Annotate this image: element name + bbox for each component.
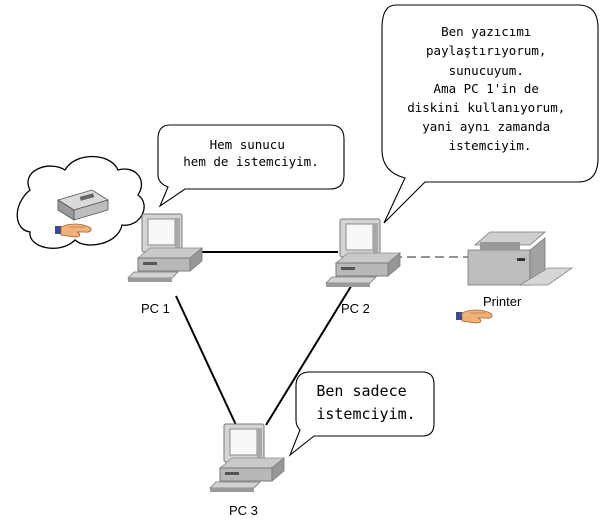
connection-lines [175, 251, 468, 426]
link-pc1-pc3 [175, 295, 237, 426]
bubble-pc2-line: diskini kullanıyorum, [407, 100, 565, 115]
bubble-pc1-line: Hem sunucu [210, 137, 285, 152]
printer-label: Printer [483, 294, 522, 309]
pc2-label: PC 2 [341, 301, 370, 316]
pc3-label: PC 3 [229, 503, 258, 518]
pc3-computer-icon [209, 423, 285, 493]
bubble-pc2-line: sunucuyum. [449, 63, 524, 78]
svg-text:Hem sunucu hem de istemc: Hem sunucu hem de istemciyim. [183, 137, 318, 169]
bubble-pc2-line: yani aynı zamanda [422, 119, 550, 134]
speech-bubble-pc2: Ben yazıcımı paylaştırıyorum, sunucuyum.… [381, 4, 599, 224]
shared-drive-cloud-icon [16, 156, 145, 249]
bubble-pc3-line: istemciyim. [316, 405, 415, 423]
bubble-pc3-line: Ben sadece [316, 382, 406, 400]
speech-bubble-pc3: Ben sadece istemciyim. [288, 371, 435, 457]
pc1-computer-icon [127, 213, 203, 283]
svg-text:Ben yazıcımı paylaştırıy: Ben yazıcımı paylaştırıyorum, sunucuyum.… [407, 24, 573, 153]
sharing-hand-icon [455, 309, 493, 324]
bubble-pc2-line: Ama PC 1'in de [434, 81, 539, 96]
bubble-pc1-line: hem de istemciyim. [183, 154, 318, 169]
printer-icon [467, 231, 574, 286]
bubble-pc2-line: Ben yazıcımı [441, 24, 531, 39]
svg-text:Ben sadece istemciyim.: Ben sadece istemciyim. [316, 382, 415, 423]
bubble-pc2-line: istemciyim. [449, 138, 532, 153]
pc1-label: PC 1 [141, 301, 170, 316]
link-pc2-pc3 [265, 282, 354, 426]
bubble-pc2-line: paylaştırıyorum, [426, 43, 546, 58]
speech-bubble-pc1: Hem sunucu hem de istemciyim. [157, 124, 345, 208]
